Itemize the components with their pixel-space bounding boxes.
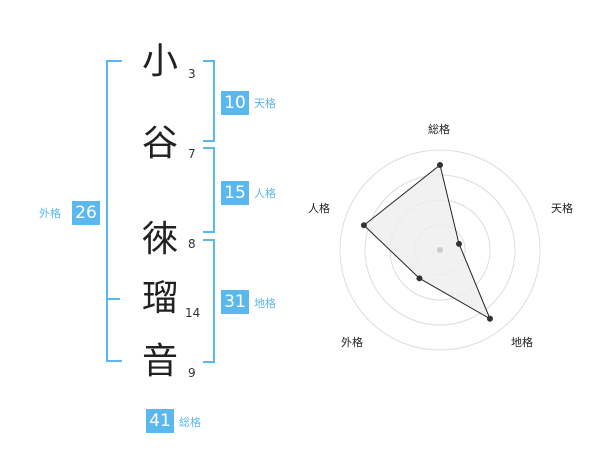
stroke-count-3: 8 bbox=[188, 237, 196, 251]
radar-polygon bbox=[363, 164, 491, 320]
name-char-4: 瑠 bbox=[141, 278, 178, 319]
soukaku-label: 総格 bbox=[179, 416, 201, 429]
jinkaku-score: 15 bbox=[221, 181, 249, 205]
radar-point-4 bbox=[416, 275, 423, 282]
tenkaku-score: 10 bbox=[221, 91, 249, 115]
gaikaku-score: 26 bbox=[72, 201, 100, 225]
name-char-1: 小 bbox=[141, 41, 178, 82]
radar-axis-label-tenkaku: 天格 bbox=[551, 202, 573, 215]
radar-point-1 bbox=[437, 162, 443, 168]
soukaku-score: 41 bbox=[146, 409, 174, 433]
chikaku-bracket bbox=[203, 239, 215, 363]
radar-axis-label-jinkaku: 人格 bbox=[308, 202, 330, 215]
name-char-5: 音 bbox=[141, 341, 178, 382]
stroke-count-2: 7 bbox=[188, 147, 196, 161]
jinkaku-label: 人格 bbox=[254, 187, 276, 200]
radar-axis-label-gaikaku: 外格 bbox=[341, 336, 363, 349]
stroke-count-5: 9 bbox=[188, 366, 196, 380]
tenkaku-bracket bbox=[203, 60, 215, 142]
chikaku-score: 31 bbox=[221, 290, 249, 314]
radar-point-3 bbox=[486, 315, 493, 322]
tenkaku-label: 天格 bbox=[254, 97, 276, 110]
stroke-count-1: 3 bbox=[188, 67, 196, 81]
radar-point-2 bbox=[456, 240, 463, 247]
radar-axis-label-chikaku: 地格 bbox=[511, 336, 533, 349]
jinkaku-bracket bbox=[203, 147, 215, 233]
radar-axis-label-soukaku: 総格 bbox=[428, 123, 450, 136]
name-char-3: 徠 bbox=[141, 219, 178, 260]
gaikaku-bracket-tick bbox=[106, 298, 120, 300]
chikaku-label: 地格 bbox=[254, 297, 276, 310]
name-char-2: 谷 bbox=[141, 123, 178, 164]
gaikaku-bracket bbox=[106, 60, 122, 362]
radar-center-dot bbox=[437, 247, 443, 253]
radar-ring bbox=[339, 149, 541, 351]
stroke-count-4: 14 bbox=[185, 306, 201, 320]
radar-chart bbox=[339, 149, 541, 351]
gaikaku-label: 外格 bbox=[39, 207, 61, 220]
radar-point-5 bbox=[360, 222, 367, 229]
